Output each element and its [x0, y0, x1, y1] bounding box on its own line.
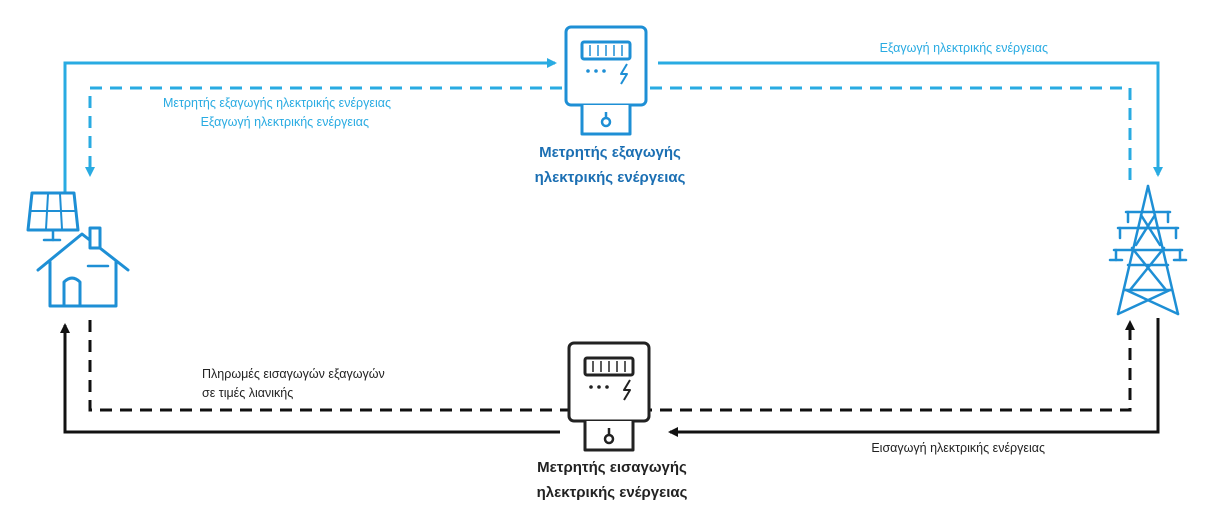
import-energy-label: Εισαγωγή ηλεκτρικής ενέργειας — [871, 441, 1045, 455]
import-meter-title-line2: ηλεκτρικής ενέργειας — [537, 484, 688, 501]
import-flow-solid — [60, 318, 1160, 437]
export-flow-solid — [63, 58, 1163, 200]
import-meter-title-line1: Μετρητής εισαγωγής — [537, 459, 687, 476]
payments-label-line1: Πληρωμές εισαγωγών εξαγωγών — [202, 367, 385, 381]
export-meter-icon — [564, 25, 648, 136]
export-meter-title-line2: ηλεκτρικής ενέργειας — [535, 169, 686, 186]
import-meter-icon — [567, 341, 651, 452]
export-meter-title-line1: Μετρητής εξαγωγής — [539, 144, 681, 161]
import-line-grid-to-meter — [668, 318, 1160, 437]
payments-label-line2: σε τιμές λιανικής — [202, 386, 293, 400]
export-return-label-line1: Μετρητής εξαγωγής ηλεκτρικής ενέργειας — [163, 96, 391, 110]
export-return-label-line2: Εξαγωγή ηλεκτρικής ενέργειας — [201, 115, 369, 129]
solar-house-icon — [26, 191, 130, 308]
export-energy-label-top: Εξαγωγή ηλεκτρικής ενέργειας — [880, 41, 1048, 55]
export-line-home-to-meter — [63, 58, 557, 200]
import-line-meter-to-home — [60, 323, 560, 434]
export-line-meter-to-grid — [658, 61, 1163, 177]
transmission-tower-icon — [1108, 184, 1188, 316]
